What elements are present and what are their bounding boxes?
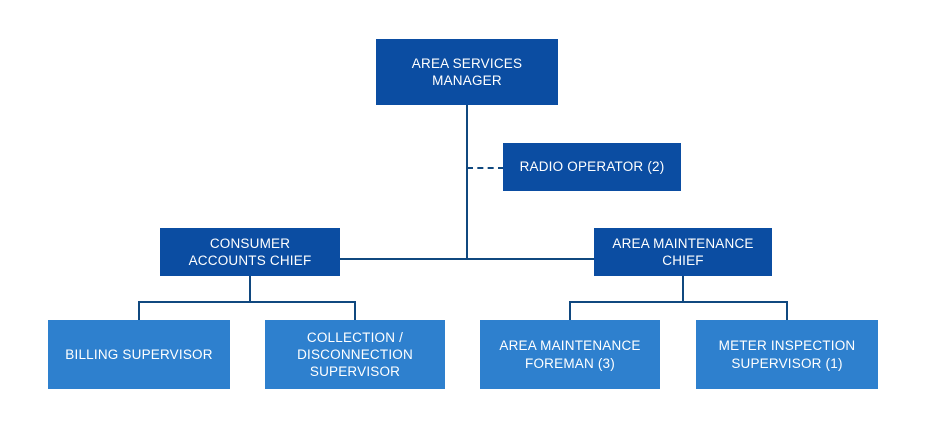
node-area-maintenance-chief-label: AREA MAINTENANCE CHIEF	[600, 235, 766, 270]
node-meter-inspection-supervisor-line1: METER INSPECTION	[718, 338, 856, 354]
node-radio-operator[interactable]: RADIO OPERATOR (2)	[503, 143, 681, 191]
connector-maintenance-bus	[569, 301, 788, 303]
node-area-maintenance-foreman-line1: AREA MAINTENANCE	[499, 338, 641, 354]
node-collection-disconnection-supervisor-line2: DISCONNECTION	[297, 346, 413, 362]
node-radio-operator-label: RADIO OPERATOR (2)	[509, 158, 675, 175]
connector-billing-drop	[138, 301, 140, 321]
connector-dashed-radio-operator	[467, 167, 504, 169]
node-radio-operator-line1: RADIO OPERATOR (2)	[519, 159, 665, 175]
node-collection-disconnection-supervisor-line1: COLLECTION /	[306, 329, 404, 345]
connector-meter-drop	[786, 301, 788, 321]
node-billing-supervisor[interactable]: BILLING SUPERVISOR	[48, 320, 230, 389]
node-billing-supervisor-line1: BILLING SUPERVISOR	[65, 346, 213, 362]
node-area-maintenance-foreman-line2: FOREMAN (3)	[525, 355, 615, 371]
node-area-maintenance-foreman[interactable]: AREA MAINTENANCE FOREMAN (3)	[480, 320, 660, 389]
node-collection-disconnection-supervisor[interactable]: COLLECTION / DISCONNECTION SUPERVISOR	[265, 320, 445, 389]
node-area-maintenance-chief-line2: CHIEF	[662, 253, 704, 268]
node-consumer-accounts-chief-label: CONSUMER ACCOUNTS CHIEF	[166, 235, 334, 270]
connector-consumer-drop	[249, 276, 251, 302]
connector-consumer-bus	[138, 301, 356, 303]
node-area-services-manager[interactable]: AREA SERVICES MANAGER	[376, 39, 558, 105]
node-area-services-manager-label: AREA SERVICES MANAGER	[382, 55, 552, 90]
connector-manager-trunk	[466, 105, 468, 259]
node-collection-disconnection-supervisor-label: COLLECTION / DISCONNECTION SUPERVISOR	[271, 329, 439, 381]
connector-maintenance-drop	[682, 276, 684, 302]
node-consumer-accounts-chief-line2: ACCOUNTS CHIEF	[188, 253, 312, 268]
node-meter-inspection-supervisor-label: METER INSPECTION SUPERVISOR (1)	[702, 337, 872, 372]
node-consumer-accounts-chief[interactable]: CONSUMER ACCOUNTS CHIEF	[160, 228, 340, 276]
connector-collection-drop	[354, 301, 356, 321]
node-area-services-manager-line1: AREA SERVICES	[411, 55, 523, 71]
node-area-maintenance-foreman-label: AREA MAINTENANCE FOREMAN (3)	[486, 337, 654, 372]
connector-chief-bus	[250, 258, 684, 260]
node-meter-inspection-supervisor-line2: SUPERVISOR (1)	[731, 355, 843, 371]
node-area-maintenance-chief-line1: AREA MAINTENANCE	[612, 235, 754, 251]
node-meter-inspection-supervisor[interactable]: METER INSPECTION SUPERVISOR (1)	[696, 320, 878, 389]
node-billing-supervisor-label: BILLING SUPERVISOR	[54, 346, 224, 363]
node-collection-disconnection-supervisor-line3: SUPERVISOR	[309, 364, 401, 380]
node-consumer-accounts-chief-line1: CONSUMER	[209, 235, 291, 251]
connector-foreman-drop	[569, 301, 571, 321]
node-area-services-manager-line2: MANAGER	[432, 73, 502, 88]
node-area-maintenance-chief[interactable]: AREA MAINTENANCE CHIEF	[594, 228, 772, 276]
